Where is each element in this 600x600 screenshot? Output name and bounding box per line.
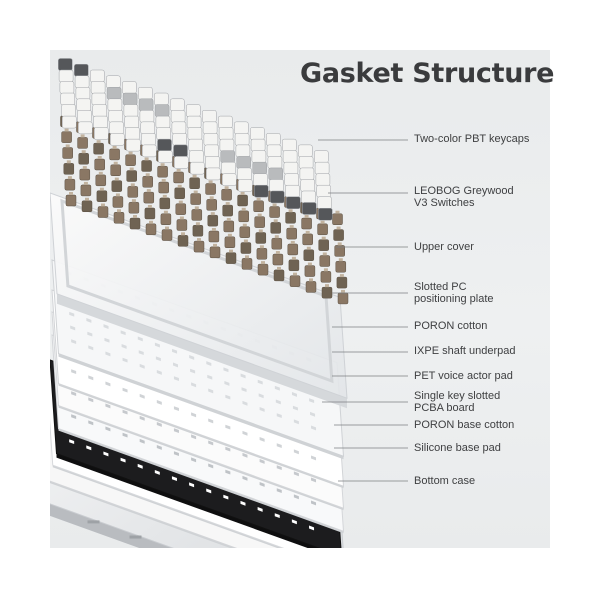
- label-ixpe-underpad: IXPE shaft underpad: [414, 345, 516, 357]
- upper-cover-layer: [50, 192, 348, 409]
- label-bottom-case: Bottom case: [414, 475, 476, 487]
- label-pet-pad: PET voice actor pad: [414, 370, 513, 382]
- label-upper-cover: Upper cover: [414, 241, 474, 253]
- label-keycaps: Two-color PBT keycaps: [414, 133, 530, 145]
- label-poron-base: PORON base cotton: [414, 419, 515, 431]
- diagram-title: Gasket Structure: [300, 58, 555, 89]
- bottom-case-edge: [87, 520, 142, 539]
- label-poron-cotton: PORON cotton: [414, 320, 488, 332]
- label-silicone-pad: Silicone base pad: [414, 442, 501, 454]
- leader-lines: [318, 139, 408, 482]
- layer-stack: [50, 58, 349, 548]
- keycaps-layer: [58, 58, 333, 221]
